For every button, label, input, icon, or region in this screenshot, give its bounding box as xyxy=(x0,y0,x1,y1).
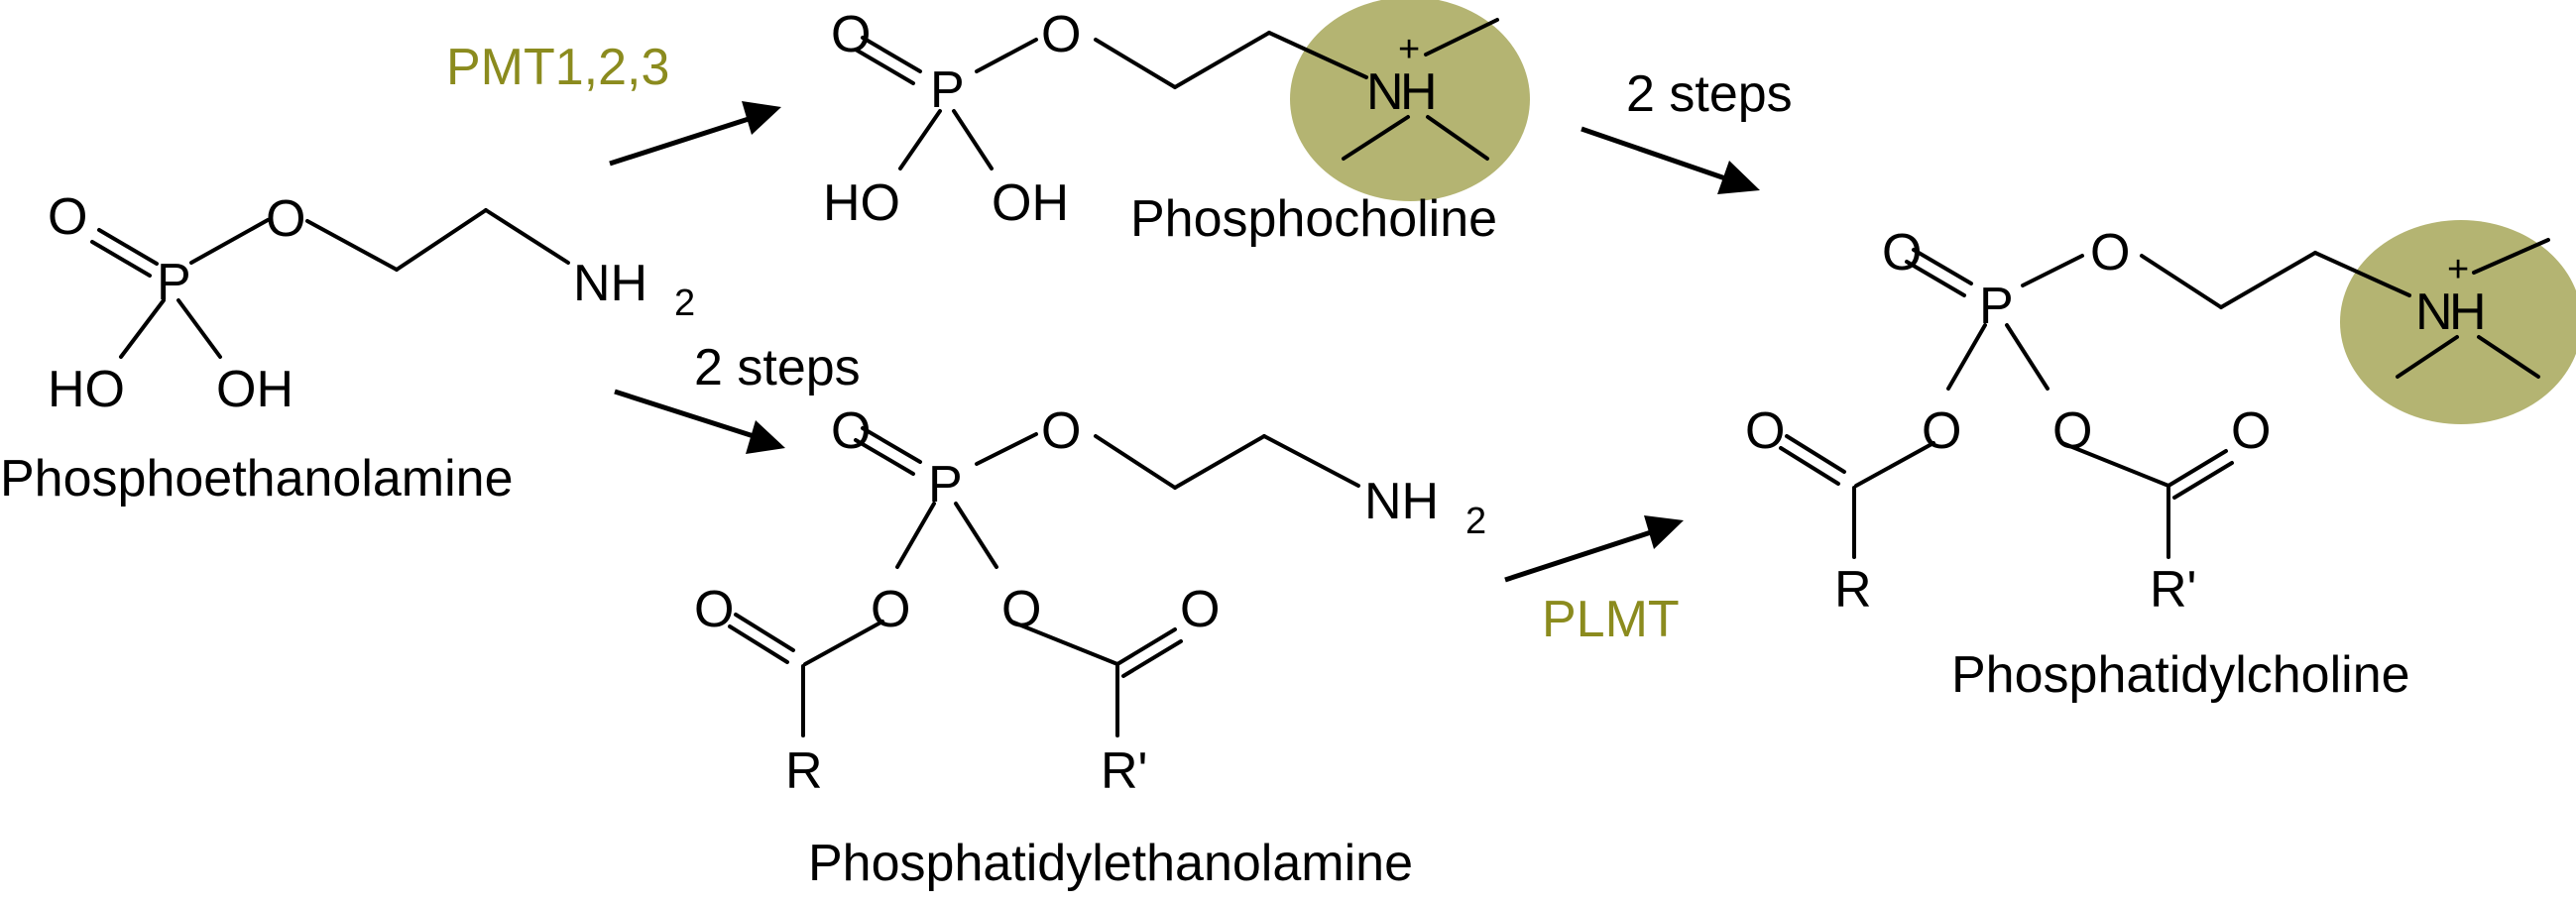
phosphatidylcholine-structure: O P O N + H O O O O R R' Phosphatidylcho… xyxy=(1745,224,2550,704)
atom-n: N xyxy=(1366,63,1404,121)
atom-r: R xyxy=(1834,561,1872,619)
atom-o: O xyxy=(2090,224,2130,282)
atom-p: P xyxy=(930,61,965,119)
atom-o: O xyxy=(48,188,87,246)
atom-nh: NH xyxy=(573,255,647,312)
atom-p: P xyxy=(928,456,963,513)
subscript-two: 2 xyxy=(1465,501,1486,542)
atom-o: O xyxy=(871,581,910,638)
label-phosphocholine: Phosphocholine xyxy=(1130,190,1497,248)
atom-o: O xyxy=(1001,581,1041,638)
arrow-two-steps-a xyxy=(614,389,785,454)
arrow-pmt xyxy=(609,101,781,167)
atom-n: N xyxy=(2415,283,2453,341)
atom-p: P xyxy=(1979,278,2014,335)
atom-ho: HO xyxy=(823,174,900,232)
atom-o: O xyxy=(2052,402,2092,460)
enzyme-plmt: PLMT xyxy=(1542,591,1680,648)
atom-o: O xyxy=(1041,402,1081,460)
atom-r-prime: R' xyxy=(1101,742,1147,800)
atom-o: O xyxy=(694,581,734,638)
label-phosphatidylethanolamine: Phosphatidylethanolamine xyxy=(808,835,1413,892)
phosphocholine-highlight xyxy=(1290,0,1530,201)
atom-o: O xyxy=(1041,6,1081,63)
arrow-two-steps-b xyxy=(1581,126,1760,194)
charge-plus: + xyxy=(2447,249,2469,290)
atom-o: O xyxy=(1745,402,1785,460)
atom-h: H xyxy=(1400,63,1438,121)
label-phosphoethanolamine: Phosphoethanolamine xyxy=(0,450,514,508)
atom-o: O xyxy=(1180,581,1220,638)
atom-o: O xyxy=(2231,402,2271,460)
phosphocholine-structure: O P O N + H HO OH Phosphocholine xyxy=(823,6,1499,248)
atom-o: O xyxy=(1922,402,1961,460)
atom-o: O xyxy=(1882,224,1922,282)
atom-r: R xyxy=(785,742,823,800)
subscript-two: 2 xyxy=(674,282,695,324)
enzyme-pmt: PMT1,2,3 xyxy=(446,39,669,96)
atom-p: P xyxy=(157,254,191,311)
phosphatidylethanolamine-structure: O P O NH 2 O O O O R R' Phosphatidyletha… xyxy=(694,402,1486,892)
label-two-steps: 2 steps xyxy=(694,339,861,396)
arrow-plmt xyxy=(1504,515,1684,583)
atom-ho: HO xyxy=(48,361,125,418)
phosphoethanolamine-structure: O P O NH 2 HO OH Phosphoethanolamine xyxy=(0,188,695,508)
atom-r-prime: R' xyxy=(2150,561,2196,619)
atom-h: H xyxy=(2449,283,2487,341)
atom-o: O xyxy=(266,190,305,248)
atom-oh: OH xyxy=(216,361,293,418)
label-two-steps: 2 steps xyxy=(1626,65,1793,123)
label-phosphatidylcholine: Phosphatidylcholine xyxy=(1951,646,2410,704)
atom-o: O xyxy=(831,402,871,460)
phosphatidylcholine-highlight xyxy=(2340,220,2576,424)
atom-o: O xyxy=(831,6,871,63)
atom-nh: NH xyxy=(1364,473,1439,530)
charge-plus: + xyxy=(1398,29,1420,70)
atom-oh: OH xyxy=(992,174,1069,232)
